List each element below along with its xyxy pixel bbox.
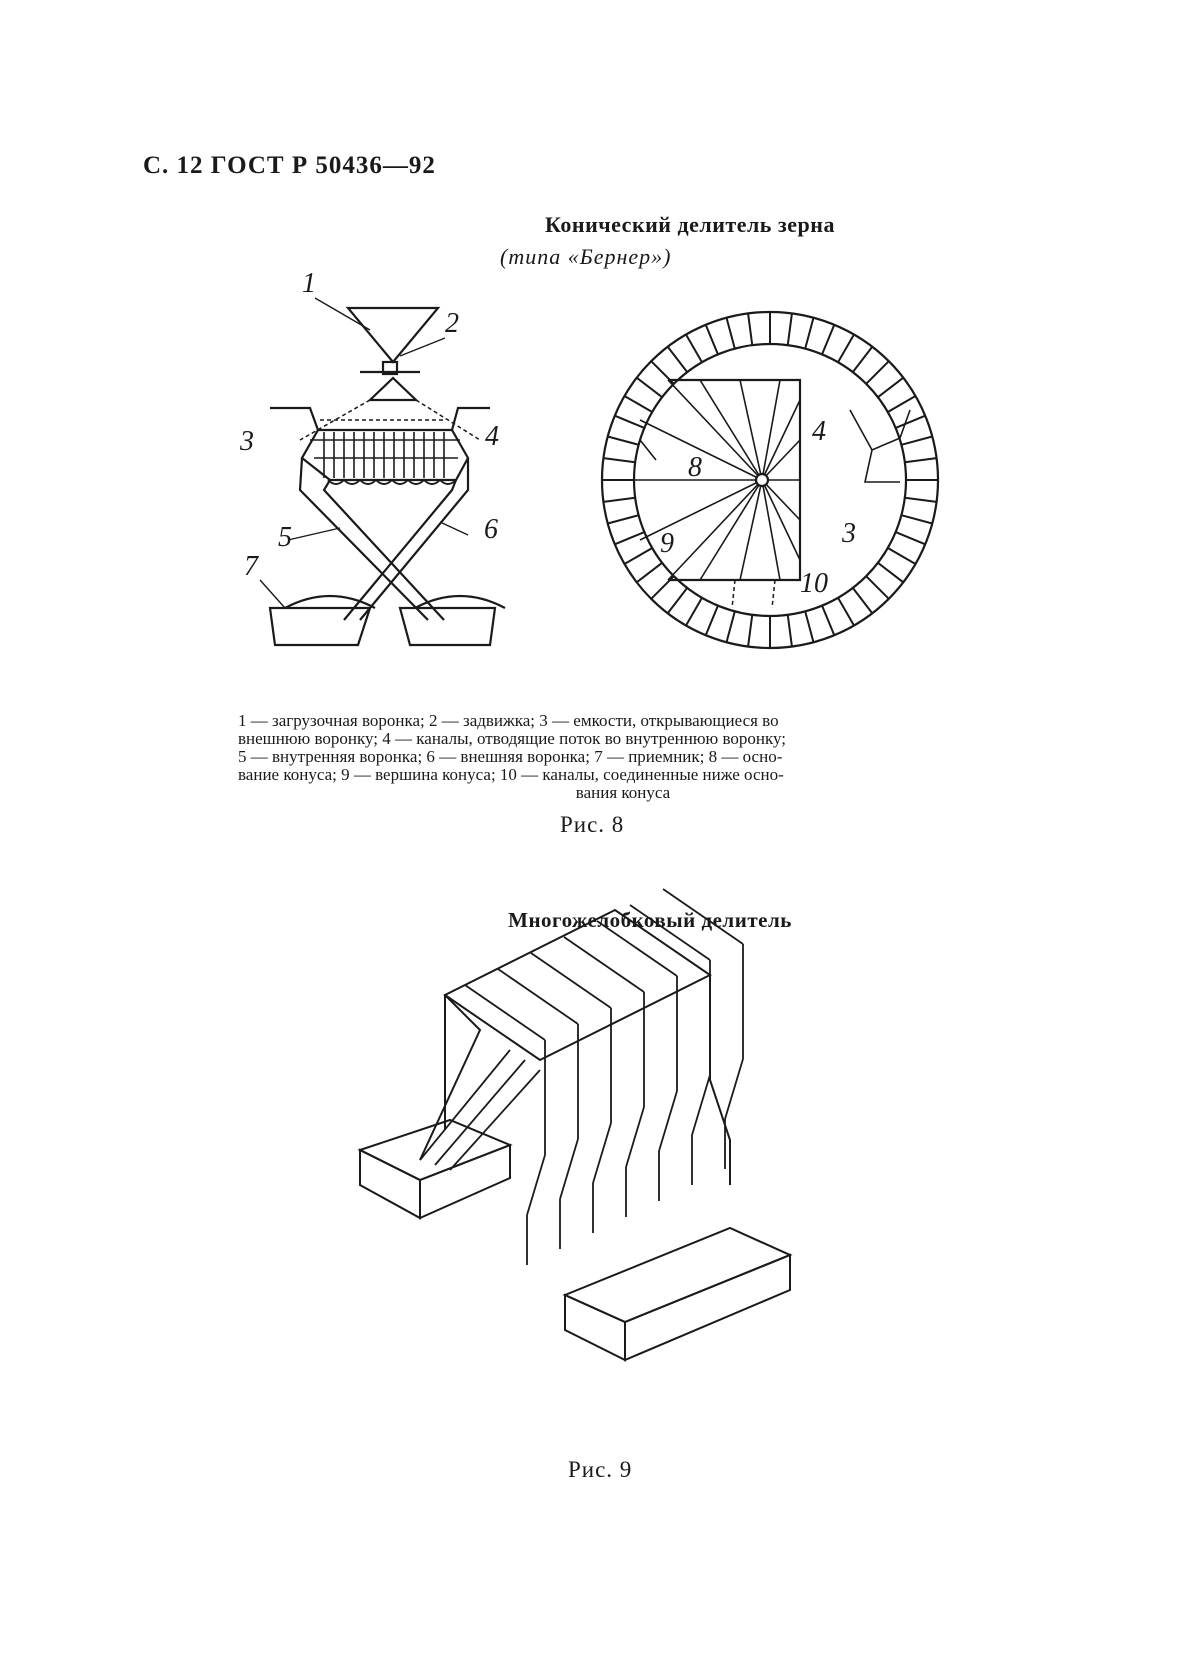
callout-1: 1 <box>302 268 316 299</box>
figure-8-caption: Рис. 8 <box>560 812 625 837</box>
plan-callout-8: 8 <box>688 452 702 483</box>
figure-8-subtitle: (типа «Бернер») <box>500 244 672 269</box>
divider-side-view <box>259 297 506 647</box>
plan-callout-9: 9 <box>660 528 674 559</box>
divider-plan-view <box>600 310 940 650</box>
figure-9-drawing <box>357 888 793 1362</box>
left-tray <box>357 1118 513 1220</box>
callout-6: 6 <box>484 514 498 545</box>
legend-line: 5 — внутренняя воронка; 6 — внешняя воро… <box>238 747 783 766</box>
plan-callout-3: 3 <box>841 518 856 549</box>
plan-callout-10: 10 <box>800 568 828 599</box>
legend-line: вание конуса; 9 — вершина конуса; 10 — к… <box>238 765 784 784</box>
page-header: С. 12 ГОСТ Р 50436—92 <box>143 152 436 179</box>
figure-9-caption: Рис. 9 <box>568 1457 633 1482</box>
figure-8-title: Конический делитель зерна <box>545 212 835 237</box>
callout-3: 3 <box>239 426 254 457</box>
figure-8-drawing: 1 2 3 4 5 6 7 4 8 3 9 10 <box>239 268 940 650</box>
callout-5: 5 <box>278 522 292 553</box>
riffle-hopper <box>419 888 744 1265</box>
figure-8-legend: 1 — загрузочная воронка; 2 — задвижка; 3… <box>238 712 1008 802</box>
right-tray <box>562 1226 793 1362</box>
legend-line: 1 — загрузочная воронка; 2 — задвижка; 3… <box>238 711 779 730</box>
callout-4: 4 <box>485 421 499 452</box>
callout-2: 2 <box>445 308 459 339</box>
callout-7: 7 <box>244 551 259 582</box>
figure-9-title: Многожелобковый делитель <box>508 908 792 932</box>
legend-line: вания конуса <box>575 783 671 802</box>
plan-callout-4: 4 <box>812 416 826 447</box>
legend-line: внешнюю воронку; 4 — каналы, отводящие п… <box>238 729 787 748</box>
